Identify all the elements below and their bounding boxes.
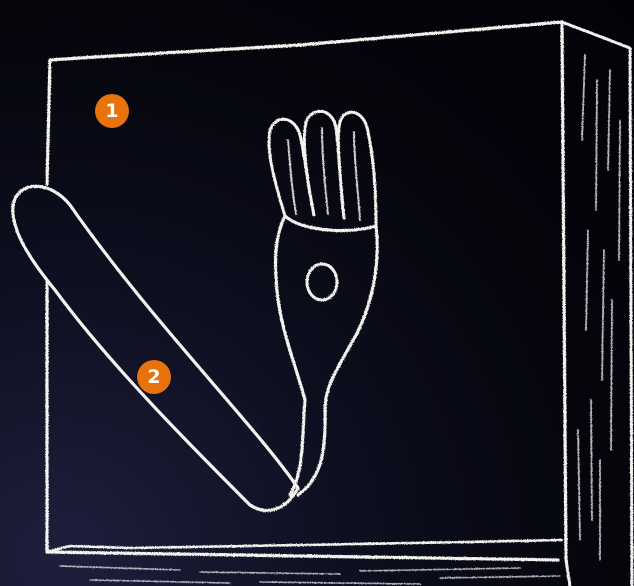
box-bottom-texture [59, 565, 561, 585]
fork-handle [11, 184, 300, 512]
box-right-side [560, 20, 634, 586]
fork-tine-inner-lines [287, 127, 361, 221]
marker-1: 1 [95, 94, 129, 128]
fork-tines [267, 110, 378, 228]
marker-2: 2 [137, 360, 171, 394]
box-side-texture [577, 54, 621, 561]
fork-body [273, 214, 379, 497]
box-bottom-edge [45, 538, 564, 554]
fork-hole [305, 262, 339, 302]
